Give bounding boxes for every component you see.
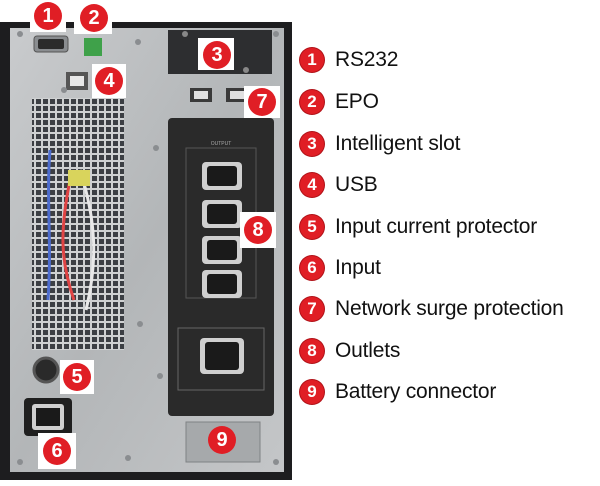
input-current-protector	[32, 356, 60, 384]
legend-label: Input current protector	[335, 215, 538, 238]
legend-item-rs232: 1 RS232	[300, 44, 398, 76]
ac-input-socket	[24, 398, 72, 436]
network-ports	[190, 88, 248, 102]
legend-label: EPO	[335, 90, 379, 113]
legend-item-outlets: 8 Outlets	[300, 335, 400, 367]
callout-badge-5: 5	[63, 363, 91, 391]
ventilation-grille	[32, 98, 124, 350]
legend-item-intelligent-slot: 3 Intelligent slot	[300, 128, 460, 160]
outlet-sockets	[202, 162, 242, 298]
high-power-outlet	[177, 327, 265, 391]
callout-badge-9: 9	[208, 426, 236, 454]
callout-badge-6: 6	[43, 437, 71, 465]
screws	[17, 31, 279, 465]
callout-badge-8: 8	[244, 216, 272, 244]
legend-number-badge: 1	[300, 48, 324, 72]
legend-number-badge: 6	[300, 256, 324, 280]
legend-number-badge: 7	[300, 297, 324, 321]
legend-number-badge: 3	[300, 132, 324, 156]
legend-number-badge: 2	[300, 90, 324, 114]
legend-label: USB	[335, 173, 378, 196]
output-label: OUTPUT	[211, 141, 232, 147]
fan-wires	[46, 149, 96, 311]
legend-label: Network surge protection	[335, 297, 564, 320]
outlet-panel	[168, 118, 274, 416]
legend-label: Input	[335, 256, 381, 279]
legend-label: RS232	[335, 48, 399, 71]
callout-badge-2: 2	[80, 4, 108, 32]
legend-number-badge: 8	[300, 339, 324, 363]
legend-item-battery-connector: 9 Battery connector	[300, 376, 496, 408]
legend-label: Battery connector	[335, 380, 497, 403]
legend-item-input-current-protector: 5 Input current protector	[300, 211, 537, 243]
legend-number-badge: 4	[300, 173, 324, 197]
legend-item-input: 6 Input	[300, 252, 381, 284]
epo-connector	[84, 38, 102, 56]
legend-item-network-surge-protection: 7 Network surge protection	[300, 293, 564, 325]
legend-item-usb: 4 USB	[300, 169, 378, 201]
callout-badge-3: 3	[203, 41, 231, 69]
legend-number-badge: 9	[300, 380, 324, 404]
callout-badge-7: 7	[248, 88, 276, 116]
callout-badge-4: 4	[95, 67, 123, 95]
legend-label: Intelligent slot	[335, 132, 461, 155]
callout-badge-1: 1	[34, 2, 62, 30]
rs232-port	[33, 35, 69, 53]
usb-port	[66, 72, 88, 90]
legend-label: Outlets	[335, 339, 401, 362]
legend-number-badge: 5	[300, 215, 324, 239]
legend-item-epo: 2 EPO	[300, 86, 379, 118]
